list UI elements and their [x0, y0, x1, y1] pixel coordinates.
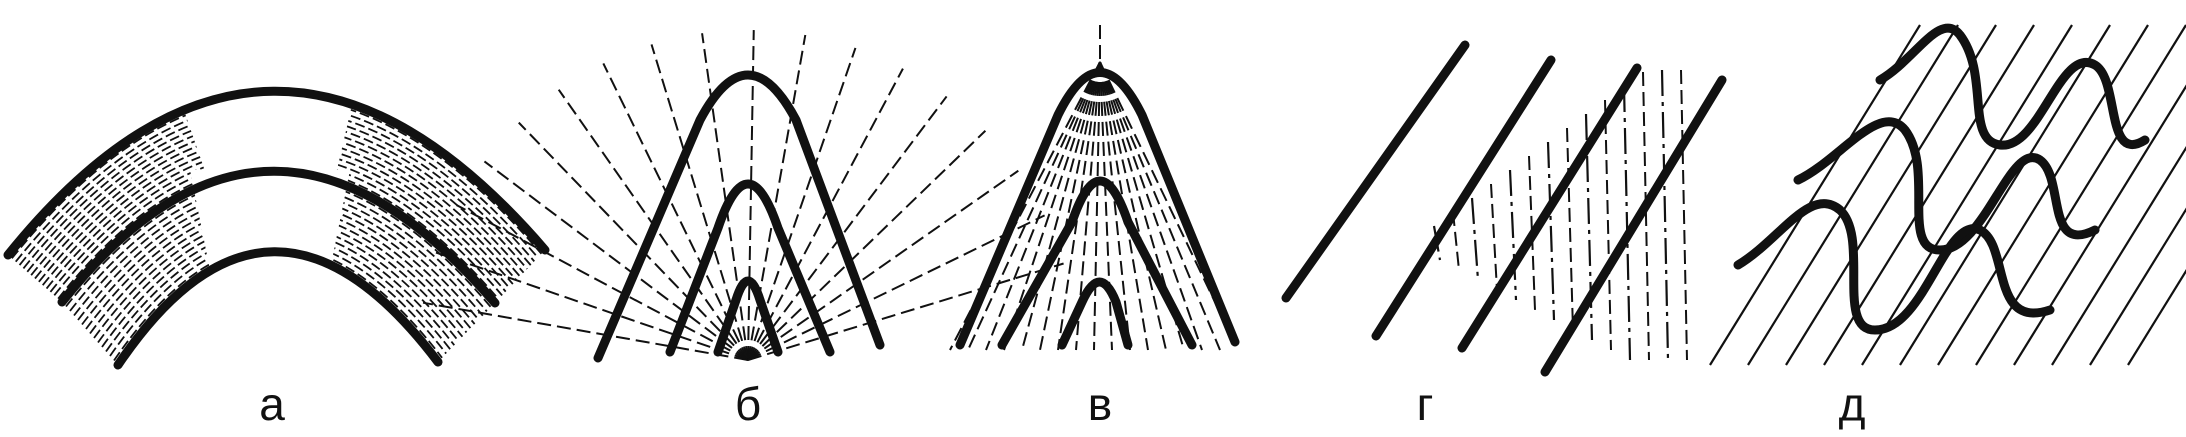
panel-a-cleavage-lines	[11, 70, 543, 362]
panel-b-cleavage-ray	[701, 33, 749, 361]
panel-g-label: г	[1417, 378, 1434, 430]
panel-g-cleavage-line	[1642, 71, 1650, 361]
panel-d-cleavage-line	[1785, 24, 1997, 366]
panel-b-label: б	[735, 378, 761, 430]
panel-d-bed-3	[1733, 199, 2055, 335]
panel-v-cleavage-ray	[985, 61, 1101, 351]
panel-a-cleavage-arc	[57, 164, 500, 300]
panel-v-cleavage-ray	[1039, 61, 1101, 351]
panel-g-cleavage-line	[1528, 155, 1536, 311]
panel-d-cleavage-line	[1747, 24, 1959, 366]
panel-b-cleavage-ray	[747, 47, 857, 361]
panel-g-bed-4	[1540, 75, 1727, 377]
panel-b-cleavage-ray	[747, 30, 755, 361]
panel-d-cleavage-line	[2127, 269, 2186, 366]
panel-b-cleavage-ray	[435, 251, 749, 361]
panel-v-cleavage-ray	[967, 61, 1101, 351]
panel-b-cleavage-ray	[483, 160, 749, 361]
panel-v-inner-bed	[1057, 277, 1133, 350]
panel-g-cleavage-line	[1546, 141, 1556, 321]
panel-a-cleavage-arc	[45, 147, 510, 290]
panel-v-outer-bed	[955, 68, 1240, 350]
panel-g-cleavage-line	[1660, 69, 1670, 361]
panel-v-cleavage-ray	[1099, 61, 1113, 351]
panel-g-cleavage-line	[1470, 197, 1480, 281]
panel-g-cleavage-line	[1622, 85, 1632, 361]
panel-b-diagram	[422, 30, 1064, 363]
panel-g-cleavage-line	[1604, 99, 1612, 351]
panel-g-cleavage-lines	[1432, 69, 1688, 361]
panel-d-cleavage-line	[1899, 24, 2111, 366]
panel-g-cleavage-line	[1680, 69, 1688, 361]
panel-d-diagram	[1709, 23, 2186, 366]
panel-b-cleavage-ray	[518, 121, 749, 361]
panel-v-cleavage-ray	[1099, 61, 1167, 351]
panel-b-cleavage-ray	[456, 204, 749, 361]
panel-v-cleavage-ray	[1099, 61, 1131, 351]
panel-d-cleavage-lines	[1709, 24, 2186, 366]
panel-g-diagram	[1281, 40, 1727, 377]
panel-v-cleavage-ray	[1003, 61, 1101, 351]
panel-a-diagram	[3, 70, 550, 370]
panel-b-cleavage-ray	[747, 169, 1019, 361]
panel-a-hinge-mask	[190, 170, 350, 270]
panel-d-cleavage-line	[1975, 24, 2186, 366]
panel-d-cleavage-line	[2089, 207, 2186, 366]
panel-d-label: д	[1839, 378, 1866, 430]
panel-a-cleavage-arc	[81, 199, 476, 326]
panel-g-bed-1	[1281, 40, 1470, 303]
panel-b-cleavage-ray	[747, 130, 987, 361]
panel-d-cleavage-line	[1861, 24, 2073, 366]
panel-v-label: в	[1088, 378, 1112, 430]
panel-d-bed-1	[1875, 23, 2150, 150]
panel-b-cleavage-ray	[747, 214, 1046, 361]
panel-g-cleavage-line	[1508, 169, 1518, 301]
panel-v-cleavage-ray	[1099, 61, 1203, 351]
panel-b-outer-bed	[593, 70, 885, 363]
panel-d-bed-2	[1793, 117, 2100, 255]
panel-b-cleavage-ray	[650, 44, 749, 361]
panel-v-cleavage-ray	[1099, 61, 1221, 351]
panel-b-cleavage-ray	[747, 262, 1064, 361]
panel-b-middle-bed	[665, 179, 835, 357]
panel-b-cleavage-ray	[422, 301, 749, 361]
panel-v-cleavage-lines	[949, 25, 1239, 351]
panel-g-cleavage-line	[1490, 183, 1498, 291]
panel-a-middle-bed	[57, 166, 500, 308]
panel-v-cleavage-ray	[1093, 61, 1101, 351]
panel-a-inner-bed	[113, 247, 443, 370]
panel-a-cleavage-arc	[97, 222, 460, 344]
panel-d-cleavage-line	[2051, 145, 2186, 366]
panel-a-cleavage-arc	[109, 239, 447, 357]
panel-g-bed-2	[1371, 55, 1556, 341]
panel-d-cleavage-line	[1937, 24, 2149, 366]
panel-v-cleavage-ray	[1021, 61, 1101, 351]
panel-b-cleavage-ray	[747, 68, 904, 361]
panel-v-diagram	[949, 25, 1240, 351]
panel-a-cleavage-arc	[34, 130, 521, 280]
panel-b-cleavage-ray	[602, 62, 749, 361]
panel-g-cleavage-line	[1452, 211, 1460, 271]
panel-v-middle-bed	[997, 176, 1197, 350]
panel-b-cleavage-ray	[747, 34, 807, 361]
panel-g-bed-3	[1457, 63, 1642, 353]
panel-g-cleavage-line	[1566, 127, 1574, 331]
panel-b-inner-bed	[713, 276, 783, 357]
panel-a-outer-bed	[3, 86, 550, 260]
panel-b-cleavage-ray	[747, 95, 948, 361]
panel-a-label: а	[259, 378, 285, 430]
